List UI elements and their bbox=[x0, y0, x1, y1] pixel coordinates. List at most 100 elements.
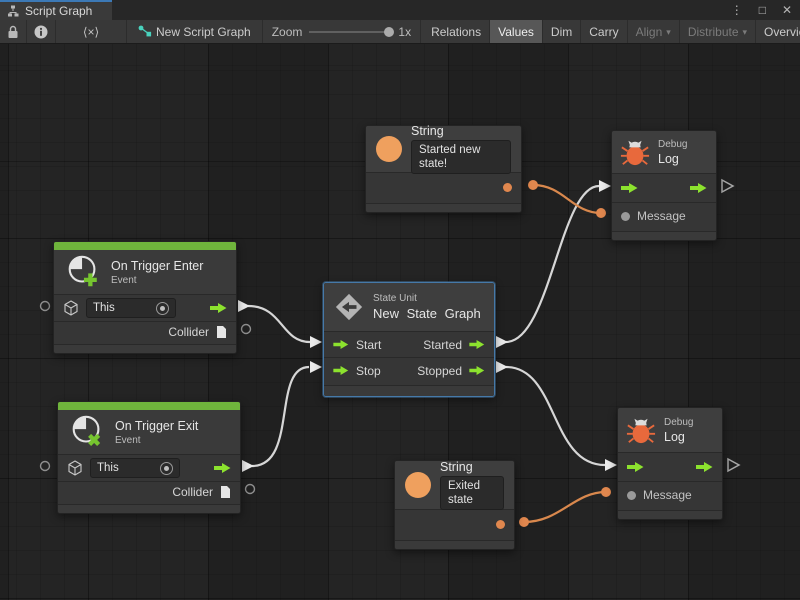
zoom-value: 1x bbox=[398, 24, 412, 39]
node-on-trigger-enter[interactable]: On Trigger Enter Event This Collider bbox=[53, 241, 237, 354]
port-marker-circle bbox=[240, 323, 252, 335]
port-label: Collider bbox=[168, 325, 209, 339]
overview-button[interactable]: Overview bbox=[756, 20, 800, 43]
tab-script-graph[interactable]: Script Graph bbox=[0, 0, 112, 20]
state-unit-icon bbox=[335, 293, 363, 321]
graph-hierarchy-icon bbox=[8, 5, 19, 17]
node-on-trigger-exit[interactable]: On Trigger Exit Event This Collider bbox=[57, 401, 241, 514]
node-footer bbox=[395, 540, 514, 549]
flow-input-port[interactable] bbox=[333, 366, 349, 375]
maximize-icon[interactable]: □ bbox=[758, 3, 766, 17]
string-output-port[interactable] bbox=[503, 182, 512, 192]
graph-canvas[interactable]: String Started new state! Debug Lo bbox=[0, 44, 800, 600]
graph-toolbar: ⟨×⟩ New Script Graph Zoom 1x Relations V… bbox=[0, 20, 800, 44]
port-label: Stopped bbox=[417, 363, 462, 378]
string-value-input[interactable]: Started new state! bbox=[411, 140, 511, 174]
flow-output-port[interactable] bbox=[696, 462, 713, 472]
graph-name-button[interactable]: New Script Graph bbox=[127, 20, 263, 43]
zoom-label: Zoom bbox=[271, 24, 303, 39]
node-category: Debug bbox=[664, 416, 694, 428]
chevron-down-icon: ▾ bbox=[666, 26, 671, 37]
code-icon: ⟨×⟩ bbox=[82, 24, 100, 39]
code-view-button[interactable]: ⟨×⟩ bbox=[56, 20, 127, 43]
port-marker-triangle bbox=[727, 457, 741, 473]
node-debug-log-top[interactable]: Debug Log Message bbox=[611, 130, 717, 241]
wire-stopped-to-log bbox=[505, 365, 606, 467]
wire-string-to-message-bottom bbox=[523, 490, 607, 524]
tab-bar: Script Graph ⋮ □ ✕ bbox=[0, 0, 800, 20]
node-category: Debug bbox=[658, 138, 688, 150]
node-subtitle: Event bbox=[115, 434, 141, 446]
bug-icon bbox=[626, 418, 656, 444]
node-title: String bbox=[440, 460, 473, 474]
gameobject-cube-icon bbox=[68, 460, 82, 476]
relations-button[interactable]: Relations bbox=[423, 20, 491, 43]
zoom-slider[interactable] bbox=[309, 26, 395, 37]
node-footer bbox=[58, 504, 240, 513]
tab-title: Script Graph bbox=[25, 4, 93, 18]
bug-icon bbox=[620, 140, 650, 166]
node-title: On Trigger Exit bbox=[115, 418, 199, 433]
node-footer bbox=[366, 203, 521, 212]
target-dropdown[interactable]: This bbox=[86, 298, 176, 318]
flow-input-port[interactable] bbox=[621, 183, 638, 193]
lock-button[interactable] bbox=[0, 20, 27, 43]
port-marker-circle bbox=[39, 460, 51, 472]
flow-output-port[interactable] bbox=[210, 303, 227, 313]
align-button[interactable]: Align ▾ bbox=[628, 20, 680, 43]
script-graph-icon bbox=[138, 25, 152, 37]
node-footer bbox=[618, 510, 722, 519]
port-label: Message bbox=[637, 209, 686, 223]
info-icon bbox=[34, 25, 48, 38]
port-marker-triangle bbox=[721, 178, 735, 194]
wire-enter-to-start bbox=[247, 304, 311, 344]
close-icon[interactable]: ✕ bbox=[781, 3, 792, 17]
flow-output-port[interactable] bbox=[214, 463, 231, 473]
flow-input-port[interactable] bbox=[333, 340, 349, 349]
message-input-port[interactable] bbox=[627, 490, 636, 500]
string-icon bbox=[405, 472, 431, 498]
string-output-port[interactable] bbox=[496, 519, 505, 529]
menu-icon[interactable]: ⋮ bbox=[730, 3, 743, 17]
chevron-down-icon: ▾ bbox=[742, 26, 748, 37]
target-dropdown[interactable]: This bbox=[90, 458, 180, 478]
dim-button[interactable]: Dim bbox=[543, 20, 582, 43]
port-label: Collider bbox=[172, 485, 213, 499]
object-picker-icon[interactable] bbox=[156, 301, 169, 315]
flow-output-port[interactable] bbox=[469, 366, 485, 375]
port-marker-circle bbox=[39, 300, 51, 312]
wire-string-to-message-top bbox=[532, 183, 602, 215]
port-label: Stop bbox=[356, 363, 381, 378]
node-title: Log bbox=[658, 151, 679, 166]
message-input-port[interactable] bbox=[621, 211, 630, 221]
distribute-button[interactable]: Distribute ▾ bbox=[680, 20, 757, 43]
collider-doc-icon[interactable] bbox=[220, 485, 231, 499]
node-category: State Unit bbox=[373, 293, 417, 304]
node-footer bbox=[54, 344, 236, 353]
node-string-top[interactable]: String Started new state! bbox=[365, 124, 522, 213]
node-title: String bbox=[411, 124, 444, 138]
zoom-control: Zoom 1x bbox=[263, 20, 422, 43]
connection-wires bbox=[39, 178, 741, 527]
node-title: New State Graph bbox=[373, 306, 481, 321]
string-value-input[interactable]: Exited state bbox=[440, 476, 504, 510]
on-trigger-exit-icon bbox=[72, 415, 101, 446]
values-button[interactable]: Values bbox=[490, 20, 543, 43]
flow-input-port[interactable] bbox=[627, 462, 644, 472]
collider-doc-icon[interactable] bbox=[216, 325, 227, 339]
carry-button[interactable]: Carry bbox=[581, 20, 628, 43]
flow-output-port[interactable] bbox=[690, 183, 707, 193]
gameobject-cube-icon bbox=[64, 300, 78, 316]
zoom-slider-handle[interactable] bbox=[384, 26, 395, 37]
string-icon bbox=[376, 136, 402, 162]
flow-output-port[interactable] bbox=[469, 340, 485, 349]
wire-exit-to-stop bbox=[251, 365, 310, 468]
node-string-bottom[interactable]: String Exited state bbox=[394, 460, 515, 550]
info-button[interactable] bbox=[27, 20, 56, 43]
object-picker-icon[interactable] bbox=[160, 461, 173, 475]
port-marker-circle bbox=[244, 483, 256, 495]
node-debug-log-bottom[interactable]: Debug Log Message bbox=[617, 407, 723, 520]
node-footer bbox=[612, 231, 716, 240]
node-state-unit[interactable]: State Unit New State Graph Start Started… bbox=[323, 282, 495, 397]
port-label: Started bbox=[423, 337, 462, 352]
